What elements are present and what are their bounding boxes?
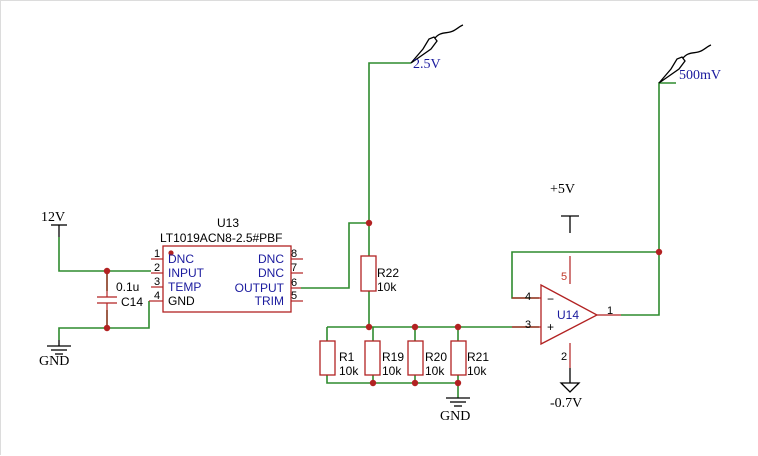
probe-label: 2.5V <box>413 57 441 72</box>
wires <box>58 62 676 398</box>
power-port-label: -0.7V <box>550 396 582 411</box>
pin-name: TEMP <box>168 280 201 294</box>
pin-number: 1 <box>154 248 160 260</box>
pin-name: INPUT <box>168 266 205 280</box>
pin-number: 3 <box>525 319 531 331</box>
power-port-neg[interactable]: -0.7V <box>550 343 582 411</box>
pin-name: OUTPUT <box>235 281 285 295</box>
opamp-body <box>540 283 599 346</box>
pin-number: 2 <box>154 262 160 274</box>
pin-name: GND <box>168 294 195 308</box>
capacitor-designator: C14 <box>121 295 143 309</box>
pin-number: 1 <box>607 305 613 317</box>
resistor-r22[interactable]: R22 10k <box>360 255 399 294</box>
u14-designator: U14 <box>557 308 579 322</box>
resistor-designator: R21 <box>467 350 489 364</box>
probe-2v5[interactable]: 2.5V <box>410 24 464 72</box>
pin-number: 8 <box>291 248 297 260</box>
pin-number: 2 <box>561 351 567 363</box>
pin-number: 4 <box>154 290 160 302</box>
junction-dot <box>454 379 462 387</box>
junctions <box>103 219 663 387</box>
pin-number: 6 <box>291 277 297 289</box>
probe-500mv[interactable]: 500mV <box>658 44 721 84</box>
pin-number: 4 <box>525 291 531 303</box>
ground-symbol-middle[interactable]: GND <box>440 397 470 424</box>
capacitor-c14[interactable]: 0.1u C14 <box>97 271 143 328</box>
resistor-designator: R19 <box>382 350 404 364</box>
resistor-r1[interactable]: R1 10k <box>319 340 359 378</box>
junction-dot <box>411 379 419 387</box>
ground-label: GND <box>440 409 470 424</box>
power-port-label: 12V <box>41 210 65 225</box>
pin-name: DNC <box>168 252 194 266</box>
pin-number: 5 <box>561 271 567 283</box>
u13-part-number: LT1019ACN8-2.5#PBF <box>160 231 283 245</box>
junction-dot <box>454 323 462 331</box>
pin-name: DNC <box>258 266 284 280</box>
junction-dot <box>365 219 373 227</box>
inverting-sign: − <box>547 292 554 306</box>
u13-body <box>162 245 292 313</box>
junction-dot <box>369 379 377 387</box>
pin-name: DNC <box>258 252 284 266</box>
resistor-value: 10k <box>339 364 359 378</box>
junction-dot <box>365 323 373 331</box>
resistor-designator: R1 <box>339 350 355 364</box>
u13-designator: U13 <box>217 216 239 230</box>
resistor-value: 10k <box>377 280 397 294</box>
power-port-12v[interactable]: 12V <box>41 210 67 237</box>
resistor-r20[interactable]: R20 10k <box>407 340 447 378</box>
ground-symbol-left[interactable]: GND <box>39 340 71 369</box>
pin-number: 7 <box>291 262 297 274</box>
opamp-u14[interactable]: − + U14 4 3 1 5 2 <box>512 271 621 363</box>
resistor-r21[interactable]: R21 10k <box>450 340 489 378</box>
ground-label: GND <box>39 354 69 369</box>
noninverting-sign: + <box>547 320 554 334</box>
resistor-value: 10k <box>425 364 445 378</box>
pin-number: 3 <box>154 276 160 288</box>
resistor-value: 10k <box>382 364 402 378</box>
resistor-value: 10k <box>467 364 487 378</box>
resistor-designator: R20 <box>425 350 447 364</box>
probe-label: 500mV <box>679 68 721 83</box>
junction-dot <box>655 248 663 256</box>
ic-u13[interactable]: U13 LT1019ACN8-2.5#PBF 1 2 3 4 DNC INPUT… <box>149 216 303 313</box>
pin-number: 5 <box>291 290 297 302</box>
resistor-r19[interactable]: R19 10k <box>364 340 404 378</box>
capacitor-value: 0.1u <box>116 280 139 294</box>
power-port-5v[interactable]: +5V <box>550 182 579 284</box>
power-port-label: +5V <box>550 182 575 197</box>
pin1-marker <box>168 250 174 256</box>
resistor-designator: R22 <box>377 266 399 280</box>
junction-dot <box>411 323 419 331</box>
pin-name: TRIM <box>255 294 284 308</box>
